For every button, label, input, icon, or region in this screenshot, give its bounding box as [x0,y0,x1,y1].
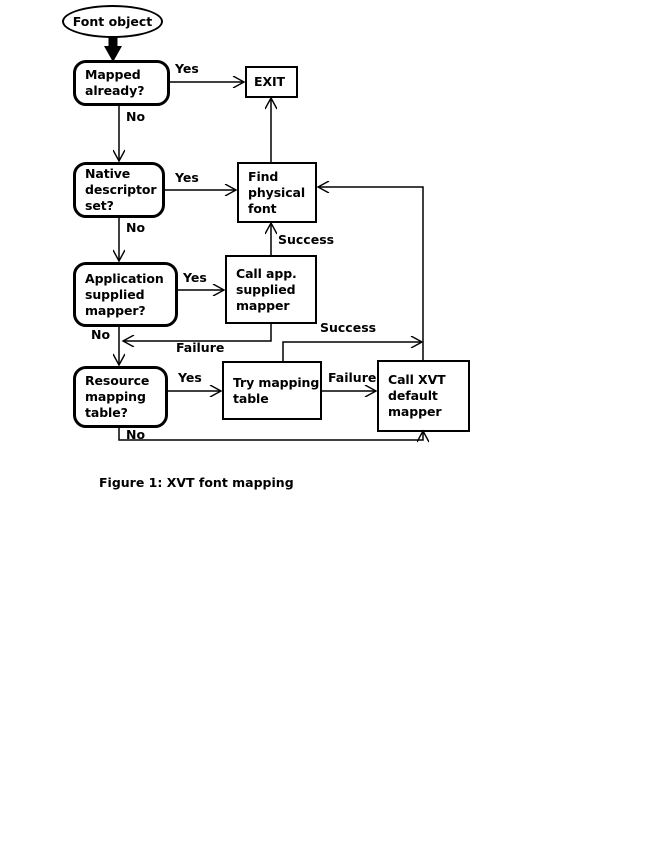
connector-start-to-mapped [104,36,122,62]
node-find-physical-font-label: Find physical font [248,168,306,216]
node-call-app-supplied-mapper-label: Call app. supplied mapper [236,265,297,313]
edge-label-resource-yes: Yes [178,370,202,385]
edge-label-mapped-no: No [126,109,146,124]
edge-label-mapped-yes: Yes [175,61,199,76]
node-call-xvt-default-mapper[interactable]: Call XVT default mapper [377,360,470,432]
edge-label-application-no: No [91,327,111,342]
node-resource-mapping-table-label: Resource mapping table? [85,373,150,420]
connector-resource-no-xvt [118,428,423,440]
node-try-mapping-table-label: Try mapping table [233,374,320,406]
node-start-label: Font object [72,14,153,29]
node-mapped-already-label: Mapped already? [85,67,145,98]
node-mapped-already[interactable]: Mapped already? [73,60,170,106]
node-try-mapping-table[interactable]: Try mapping table [222,361,322,420]
node-native-descriptor-set[interactable]: Native descriptor set? [73,162,165,218]
edge-label-try-failure: Failure [328,370,377,385]
node-exit[interactable]: EXIT [245,66,298,98]
node-start-font-object[interactable]: Font object [62,5,163,38]
connector-trunk-to-find [319,187,424,360]
edge-label-native-yes: Yes [175,170,199,185]
connector-app-failure-return [124,324,272,341]
node-call-xvt-default-mapper-label: Call XVT default mapper [388,372,446,419]
edge-label-native-no: No [126,220,146,235]
edge-label-application-yes: Yes [183,270,207,285]
node-exit-label: EXIT [254,74,285,89]
node-native-descriptor-set-label: Native descriptor set? [85,166,157,213]
connector-try-success-trunk [282,342,421,361]
figure-caption: Figure 1: XVT font mapping [99,475,294,490]
node-resource-mapping-table[interactable]: Resource mapping table? [73,366,168,428]
node-call-app-supplied-mapper[interactable]: Call app. supplied mapper [225,255,317,324]
node-application-supplied-mapper[interactable]: Application supplied mapper? [73,262,178,327]
node-find-physical-font[interactable]: Find physical font [237,162,317,223]
node-application-supplied-mapper-label: Application supplied mapper? [85,270,164,318]
edge-label-try-success: Success [320,320,377,335]
edge-label-resource-no: No [126,427,146,442]
edge-label-app-failure: Failure [176,340,225,355]
edge-label-find-success: Success [278,232,335,247]
